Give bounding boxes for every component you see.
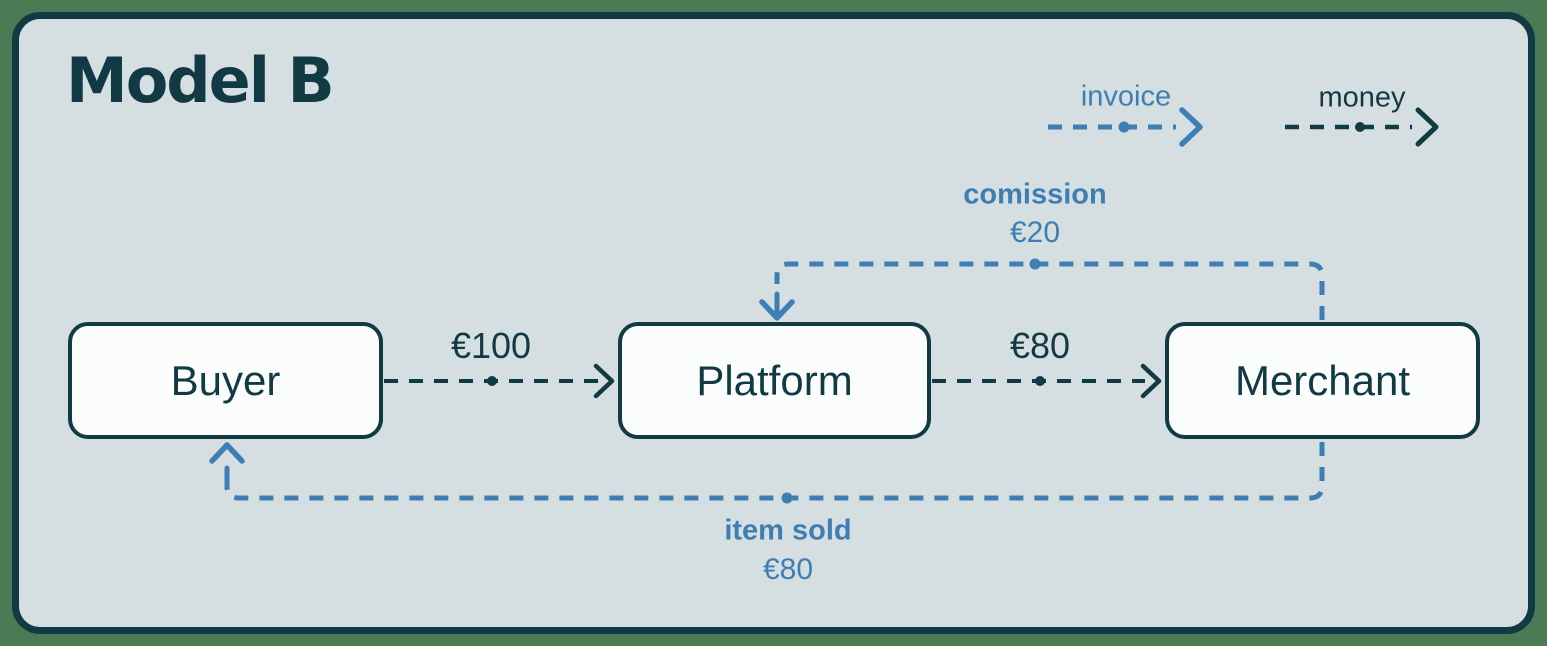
node-merchant: Merchant [1165,322,1480,439]
edge-label-comission: comission [963,178,1107,211]
node-platform: Platform [618,322,931,439]
edge-label-comission-amount: €20 [1009,216,1061,249]
edge-label-item-sold: item sold [724,514,852,547]
legend-label-money: money [1318,81,1406,114]
edge-label-item-sold-amount: €80 [762,553,814,586]
node-platform-label: Platform [696,356,853,404]
node-buyer: Buyer [68,322,383,439]
edge-label-platform-merchant-amount: €80 [1009,325,1071,366]
node-buyer-label: Buyer [170,356,281,404]
legend-label-invoice: invoice [1080,80,1172,113]
edge-label-buyer-platform-amount: €100 [450,325,532,366]
node-merchant-label: Merchant [1234,356,1411,404]
diagram-title: Model B [66,44,335,117]
